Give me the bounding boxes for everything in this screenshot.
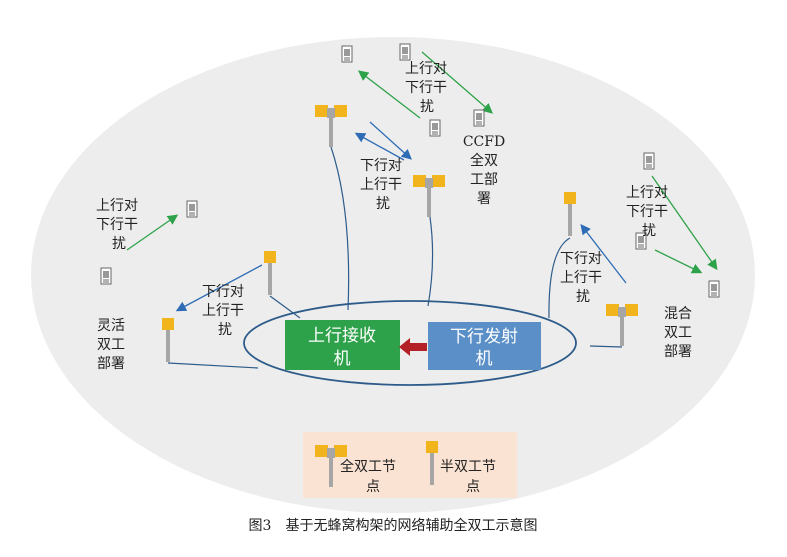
phone-icon <box>708 280 720 298</box>
ul-dl-interference-label-right: 上行对下行干扰 <box>626 185 668 239</box>
ul-dl-interference-label-left: 上行对下行干扰 <box>96 198 138 252</box>
legend-half-duplex: 半双工节点 <box>440 459 496 495</box>
green-arrow <box>654 249 703 274</box>
self-interference-arrow <box>399 338 427 356</box>
dl-ul-interference-label-right: 下行对上行干扰 <box>560 251 602 305</box>
hybrid-duplex-label: 混合双工部署 <box>664 306 692 360</box>
uplink-receiver-label: 上行接收机 <box>308 326 376 369</box>
phone-icon <box>473 109 485 127</box>
phone-icon <box>399 43 411 61</box>
phone-icon <box>341 45 353 63</box>
ul-dl-interference-label-top: 上行对下行干扰 <box>405 61 447 115</box>
backhaul-links <box>167 146 623 369</box>
green-arrow <box>357 70 421 119</box>
downlink-transmitter-box <box>428 322 541 370</box>
blue-arrow <box>369 121 412 160</box>
phone-icon <box>100 267 112 285</box>
dl-ul-interference-label-top: 下行对上行干扰 <box>360 158 402 212</box>
phone-icon <box>643 152 655 170</box>
legend: 全双工节点 半双工节点 <box>303 432 517 498</box>
legend-full-duplex: 全双工节点 <box>340 458 396 495</box>
interference-arrows <box>126 51 718 312</box>
central-unit-ellipse <box>243 300 577 386</box>
blue-arrow <box>580 223 627 284</box>
flexible-duplex-label: 灵活双工部署 <box>97 318 125 372</box>
downlink-transmitter-label: 下行发射机 <box>450 327 518 369</box>
green-arrow <box>421 51 493 114</box>
phone-icon <box>186 200 198 218</box>
dl-ul-interference-label-left: 下行对上行干扰 <box>202 284 244 338</box>
blue-arrow <box>175 264 263 312</box>
green-arrow <box>651 175 718 271</box>
phone-icon <box>429 119 441 137</box>
coverage-area <box>31 37 755 513</box>
uplink-receiver-box <box>285 320 400 370</box>
green-arrow <box>126 214 179 251</box>
blue-arrow <box>354 132 405 161</box>
figure-caption: 图3 基于无蜂窝构架的网络辅助全双工示意图 <box>249 517 538 534</box>
